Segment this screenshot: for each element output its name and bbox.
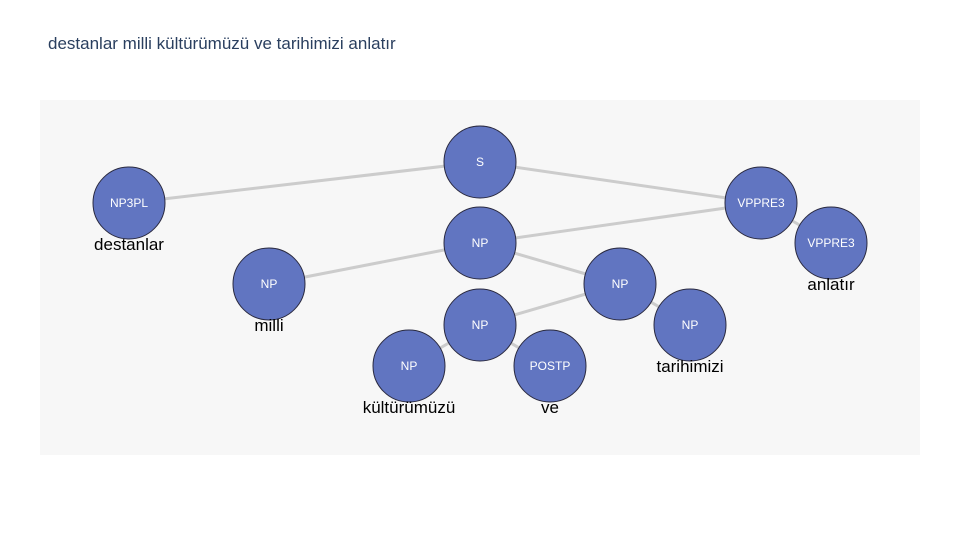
tree-edge-s-np3pl bbox=[128, 160, 481, 205]
node-circle[interactable] bbox=[653, 288, 727, 362]
node-circle[interactable] bbox=[232, 247, 306, 321]
node-circle[interactable] bbox=[443, 125, 517, 199]
tree-node-np2[interactable]: NP bbox=[583, 247, 657, 321]
node-circle[interactable] bbox=[724, 166, 798, 240]
node-label: NP bbox=[472, 236, 489, 250]
word-label: destanlar bbox=[94, 235, 164, 254]
node-label: NP bbox=[261, 277, 278, 291]
node-circle[interactable] bbox=[513, 329, 587, 403]
tree-node-vppre3a[interactable]: VPPRE3 bbox=[724, 166, 798, 240]
node-label: S bbox=[476, 155, 484, 169]
tree-node-s[interactable]: S bbox=[443, 125, 517, 199]
tree-node-np3[interactable]: NP bbox=[443, 288, 517, 362]
node-label: NP bbox=[612, 277, 629, 291]
word-label: kültürümüzü bbox=[363, 398, 456, 417]
tree-edge-vppre3a-np1 bbox=[479, 201, 762, 245]
node-label: VPPRE3 bbox=[807, 236, 855, 250]
node-label: NP bbox=[401, 359, 418, 373]
tree-node-np_milli[interactable]: NP milli bbox=[232, 247, 306, 335]
node-label: NP bbox=[472, 318, 489, 332]
node-circle[interactable] bbox=[443, 288, 517, 362]
word-label: anlatır bbox=[807, 275, 855, 294]
node-label: NP bbox=[682, 318, 699, 332]
word-label: ve bbox=[541, 398, 559, 417]
node-circle[interactable] bbox=[583, 247, 657, 321]
diagram-title: destanlar milli kültürümüzü ve tarihimiz… bbox=[48, 34, 396, 53]
tree-node-vppre3b[interactable]: VPPRE3 anlatır bbox=[794, 206, 868, 294]
nodes-layer: SNP3PLdestanlarVPPRE3VPPRE3anlatırNPNPmi… bbox=[92, 125, 868, 417]
word-label: milli bbox=[254, 316, 283, 335]
tree-node-np1[interactable]: NP bbox=[443, 206, 517, 280]
tree-edge-s-vppre3a bbox=[479, 160, 762, 205]
parse-tree-graph: SNP3PLdestanlarVPPRE3VPPRE3anlatırNPNPmi… bbox=[92, 125, 868, 417]
tree-node-np_tar[interactable]: NP tarihimizi bbox=[653, 288, 727, 376]
node-circle[interactable] bbox=[372, 329, 446, 403]
word-label: tarihimizi bbox=[656, 357, 723, 376]
node-label: VPPRE3 bbox=[737, 196, 785, 210]
node-label: NP3PL bbox=[110, 196, 148, 210]
tree-node-np3pl[interactable]: NP3PL destanlar bbox=[92, 166, 166, 254]
tree-node-postp[interactable]: POSTP ve bbox=[513, 329, 587, 417]
node-circle[interactable] bbox=[443, 206, 517, 280]
node-circle[interactable] bbox=[92, 166, 166, 240]
node-circle[interactable] bbox=[794, 206, 868, 280]
tree-node-np_kul[interactable]: NP kültürümüzü bbox=[363, 329, 456, 417]
node-label: POSTP bbox=[530, 359, 571, 373]
